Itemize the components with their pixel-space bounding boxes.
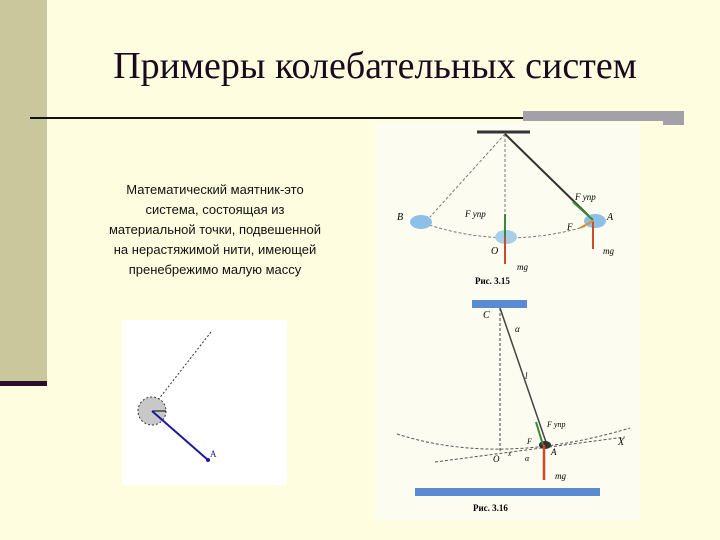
text-line: на нерастяжимой нити, имеющей — [113, 242, 317, 257]
label-c: C — [483, 310, 490, 321]
label-a: A — [606, 212, 614, 223]
text-line: Математический маятник-это — [126, 182, 304, 197]
text-line: система, состоящая из — [145, 202, 285, 217]
text-line: пренебрежимо малую массу — [128, 262, 302, 277]
label-alpha: α — [515, 324, 520, 334]
label-l: l — [525, 371, 528, 381]
ceiling-bar — [472, 300, 527, 308]
label-f: F — [566, 222, 573, 232]
label-fupr: F упр — [464, 209, 486, 219]
label-mg: mg — [517, 262, 528, 272]
label-o: O — [491, 246, 498, 257]
floor-bar — [415, 488, 600, 496]
label-axis-x: X — [617, 437, 625, 448]
arrow-f-a — [579, 220, 594, 229]
label-b: B — [397, 212, 403, 223]
displacement-vector — [151, 410, 209, 461]
pendulum-animation-figure: A — [122, 320, 287, 485]
label-x: x — [507, 450, 512, 458]
decorative-sidebar — [0, 0, 47, 381]
label-mg: mg — [555, 471, 566, 481]
dotted-string — [157, 331, 212, 401]
definition-text: Математический маятник-это система, сост… — [80, 180, 350, 280]
accent-bar — [523, 111, 684, 121]
label-o: O — [493, 454, 500, 464]
label-fupr: F упр — [546, 420, 565, 429]
label-a: A — [550, 447, 557, 457]
textbook-figures: B A O F упр F упр F mg mg Рис. 3.15 C α … — [375, 122, 640, 520]
title-divider — [30, 117, 663, 119]
arrow-fupr-a — [572, 201, 594, 221]
label-fupr-a: F упр — [574, 192, 596, 202]
string — [499, 307, 548, 446]
caption-3-15: Рис. 3.15 — [475, 276, 510, 286]
label-f: F — [526, 437, 532, 446]
label-mg-a: mg — [603, 246, 614, 256]
sidebar-stripe — [0, 381, 47, 386]
text-line: материальной точки, подвешенной — [108, 222, 322, 237]
vector-end — [206, 458, 210, 462]
arc — [396, 427, 631, 450]
x-axis — [434, 436, 626, 463]
label-alpha-2: α — [525, 454, 530, 463]
bob-b — [410, 215, 432, 229]
label-a: A — [210, 449, 217, 459]
arrow-fupr — [535, 421, 544, 446]
caption-3-16: Рис. 3.16 — [473, 503, 508, 513]
string-b — [429, 133, 506, 218]
accent-bar-tail — [663, 117, 684, 125]
slide-title: Примеры колебательных систем — [113, 45, 637, 87]
